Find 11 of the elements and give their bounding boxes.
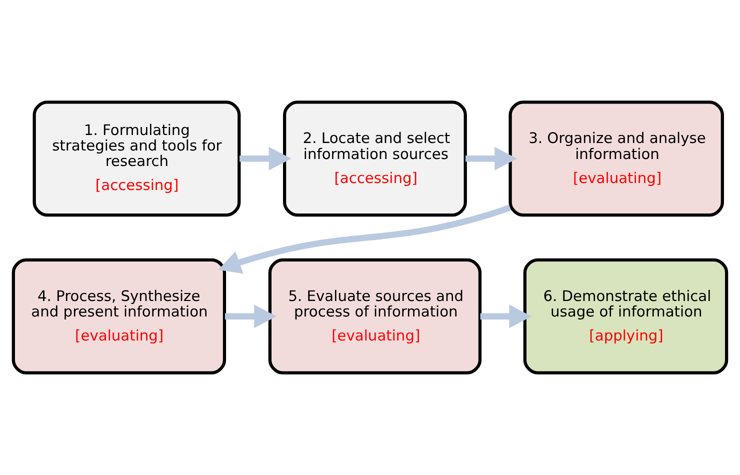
node-box: 2. Locate and select information sources [accessing] bbox=[283, 100, 467, 217]
arrow bbox=[480, 304, 532, 328]
arrow bbox=[224, 304, 277, 328]
arrow bbox=[465, 146, 518, 170]
node-box: 1. Formulating strategies and tools for research [accessing] bbox=[32, 100, 241, 217]
arrow bbox=[240, 146, 292, 170]
node-box: 5. Evaluate sources and process of information [evaluating] bbox=[268, 258, 482, 374]
node-box: 4. Process, Synthesize and present information [evaluating] bbox=[12, 258, 226, 374]
arrow bbox=[218, 204, 512, 274]
node-box: 3. Organize and analyse information [evaluating] bbox=[508, 100, 724, 217]
node-box: 6. Demonstrate ethical usage of information [applying] bbox=[523, 258, 728, 374]
